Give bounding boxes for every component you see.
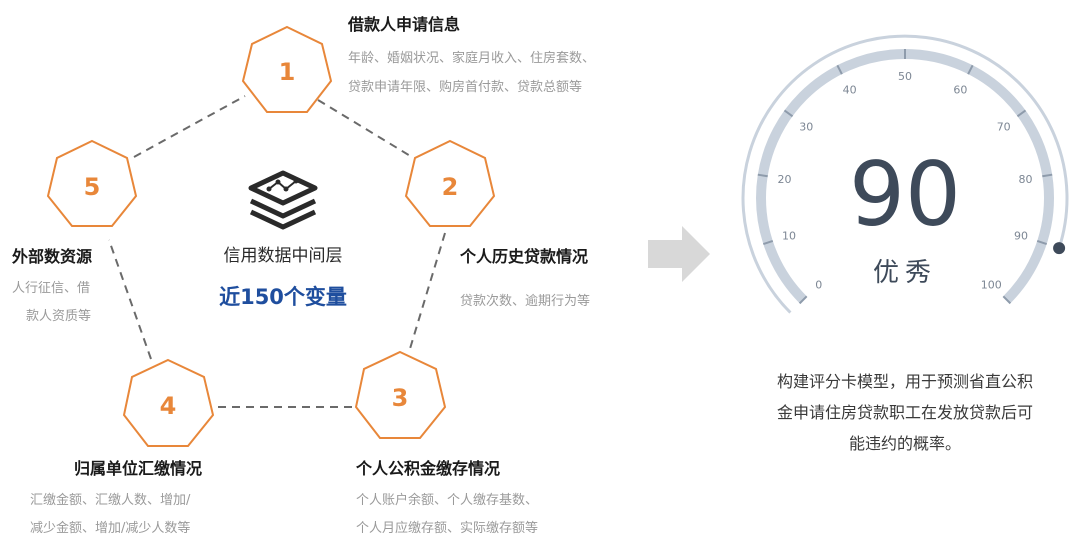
center-label: 信用数据中间层 bbox=[224, 246, 343, 266]
gauge-tick bbox=[762, 240, 774, 245]
gauge-ticks bbox=[757, 49, 1053, 305]
node-5: 5 bbox=[46, 139, 138, 227]
gauge-tick-label: 70 bbox=[997, 120, 1011, 133]
node-1-desc-line-1: 年龄、婚姻状况、家庭月收入、住房套数、 bbox=[348, 50, 595, 66]
gauge-tick bbox=[1042, 173, 1053, 178]
node-2-heptagon bbox=[404, 139, 496, 227]
node-3-title: 个人公积金缴存情况 bbox=[355, 459, 500, 478]
layers-icon bbox=[248, 170, 318, 230]
node-3: 3 bbox=[354, 350, 447, 439]
node-4-desc-line-1: 汇缴金额、汇缴人数、增加/ bbox=[30, 492, 191, 508]
right-arrow-icon bbox=[648, 226, 710, 282]
node-2: 2 bbox=[404, 139, 496, 227]
gauge-tick-label: 50 bbox=[898, 70, 912, 83]
node-5-desc-line-1: 人行征信、借 bbox=[12, 281, 90, 296]
gauge-tick-label: 20 bbox=[778, 173, 792, 186]
node-1-title: 借款人申请信息 bbox=[347, 15, 460, 34]
gauge-tick bbox=[967, 64, 974, 75]
node-1: 1 bbox=[241, 25, 333, 113]
connector-lines bbox=[108, 95, 446, 408]
gauge-tick bbox=[1016, 109, 1027, 118]
node-5-heptagon bbox=[46, 139, 138, 227]
node-5-title: 外部数资源 bbox=[11, 247, 92, 266]
node-4: 4 bbox=[122, 358, 215, 447]
edge-2-3 bbox=[408, 232, 446, 353]
center-highlight: 近150个变量 bbox=[219, 285, 347, 309]
node-3-desc-line-2: 个人月应缴存额、实际缴存额等 bbox=[356, 520, 538, 536]
gauge-tick-label: 90 bbox=[1014, 230, 1028, 243]
score-gauge: 0 10 20 30 40 50 60 70 80 90 100 bbox=[741, 34, 1069, 314]
node-4-title: 归属单位汇缴情况 bbox=[74, 459, 202, 478]
gauge-tick-label: 60 bbox=[953, 83, 967, 96]
gauge-tick bbox=[757, 173, 768, 178]
edge-5-1 bbox=[133, 95, 246, 158]
node-1-number: 1 bbox=[279, 58, 296, 86]
gauge-tick bbox=[783, 109, 794, 118]
gauge-outer-arc bbox=[741, 34, 1069, 314]
node-2-title: 个人历史贷款情况 bbox=[459, 247, 588, 266]
gauge-score: 90 bbox=[849, 143, 961, 246]
caption-line-3: 能违约的概率。 bbox=[849, 434, 961, 453]
caption-line-2: 金申请住房贷款职工在发放贷款后可 bbox=[777, 403, 1033, 422]
node-3-desc-line-1: 个人账户余额、个人缴存基数、 bbox=[356, 492, 538, 508]
gauge-labels: 0 10 20 30 40 50 60 70 80 90 100 bbox=[778, 70, 1033, 291]
node-2-desc-line-1: 贷款次数、逾期行为等 bbox=[460, 293, 590, 309]
node-4-number: 4 bbox=[160, 392, 177, 420]
node-3-number: 3 bbox=[392, 384, 409, 412]
gauge-tick-label: 40 bbox=[843, 83, 857, 96]
gauge-tick-label: 100 bbox=[981, 278, 1002, 291]
node-4-desc-line-2: 减少金额、增加/减少人数等 bbox=[30, 520, 190, 536]
node-1-heptagon bbox=[241, 25, 333, 113]
gauge-tick-label: 80 bbox=[1019, 173, 1033, 186]
node-4-heptagon bbox=[122, 358, 215, 447]
gauge-tick-label: 10 bbox=[782, 230, 796, 243]
gauge-tick-label: 0 bbox=[815, 278, 822, 291]
node-1-desc-line-2: 贷款申请年限、购房首付款、贷款总额等 bbox=[348, 79, 582, 95]
gauge-tick bbox=[1036, 240, 1048, 245]
gauge-tick bbox=[1002, 295, 1012, 305]
node-5-desc-line-2: 款人资质等 bbox=[26, 308, 91, 324]
gauge-tick bbox=[836, 64, 843, 75]
gauge-rating: 优秀 bbox=[873, 258, 937, 288]
gauge-tick-label: 30 bbox=[799, 120, 813, 133]
node-2-number: 2 bbox=[442, 173, 459, 201]
node-5-number: 5 bbox=[84, 173, 101, 201]
caption-line-1: 构建评分卡模型，用于预测省直公积 bbox=[777, 372, 1033, 391]
gauge-tick bbox=[798, 295, 808, 305]
edge-1-2 bbox=[317, 99, 413, 158]
edge-4-5 bbox=[108, 239, 152, 360]
node-3-heptagon bbox=[354, 350, 447, 439]
gauge-value-marker bbox=[1053, 242, 1066, 255]
